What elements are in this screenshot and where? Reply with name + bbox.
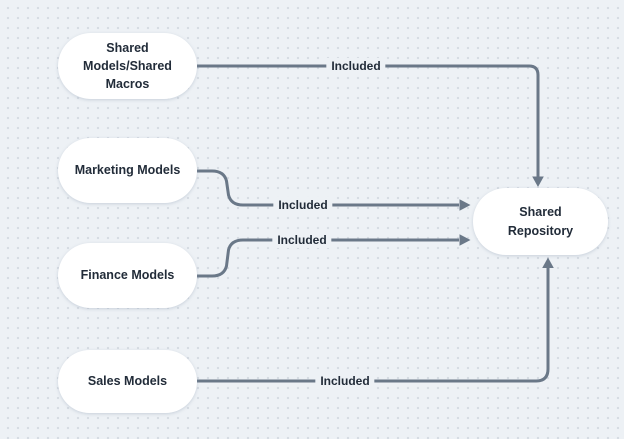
arrowhead-down-icon xyxy=(532,176,544,187)
node-sales-models: Sales Models xyxy=(58,350,197,413)
edge-label-included-shared: Included xyxy=(326,58,386,74)
node-finance-models: Finance Models xyxy=(58,243,197,308)
edge-sales-to-repo xyxy=(197,257,554,383)
node-label: Finance Models xyxy=(80,268,175,283)
edge-line xyxy=(197,169,459,207)
node-label: Shared Repository xyxy=(507,205,574,238)
edge-label-included-marketing: Included xyxy=(273,197,333,213)
node-label: Marketing Models xyxy=(74,163,181,178)
edge-line xyxy=(197,64,540,177)
node-shared-models: Shared Models/Shared Macros xyxy=(58,33,197,99)
arrowhead-right-icon xyxy=(459,234,471,246)
edge-label-included-finance: Included xyxy=(272,232,332,248)
edge-shared-to-repo xyxy=(197,64,544,187)
node-label: Sales Models xyxy=(87,374,168,389)
arrowhead-up-icon xyxy=(542,257,554,268)
node-label: Shared Models/Shared Macros xyxy=(83,40,172,92)
edge-marketing-to-repo xyxy=(197,169,471,211)
node-marketing-models: Marketing Models xyxy=(58,138,197,203)
node-shared-repository: Shared Repository xyxy=(473,188,608,255)
edge-label-included-sales: Included xyxy=(315,373,375,389)
arrowhead-right-icon xyxy=(459,199,471,211)
edge-finance-to-repo xyxy=(197,234,471,278)
edge-line xyxy=(197,238,459,278)
edge-line xyxy=(197,268,550,383)
